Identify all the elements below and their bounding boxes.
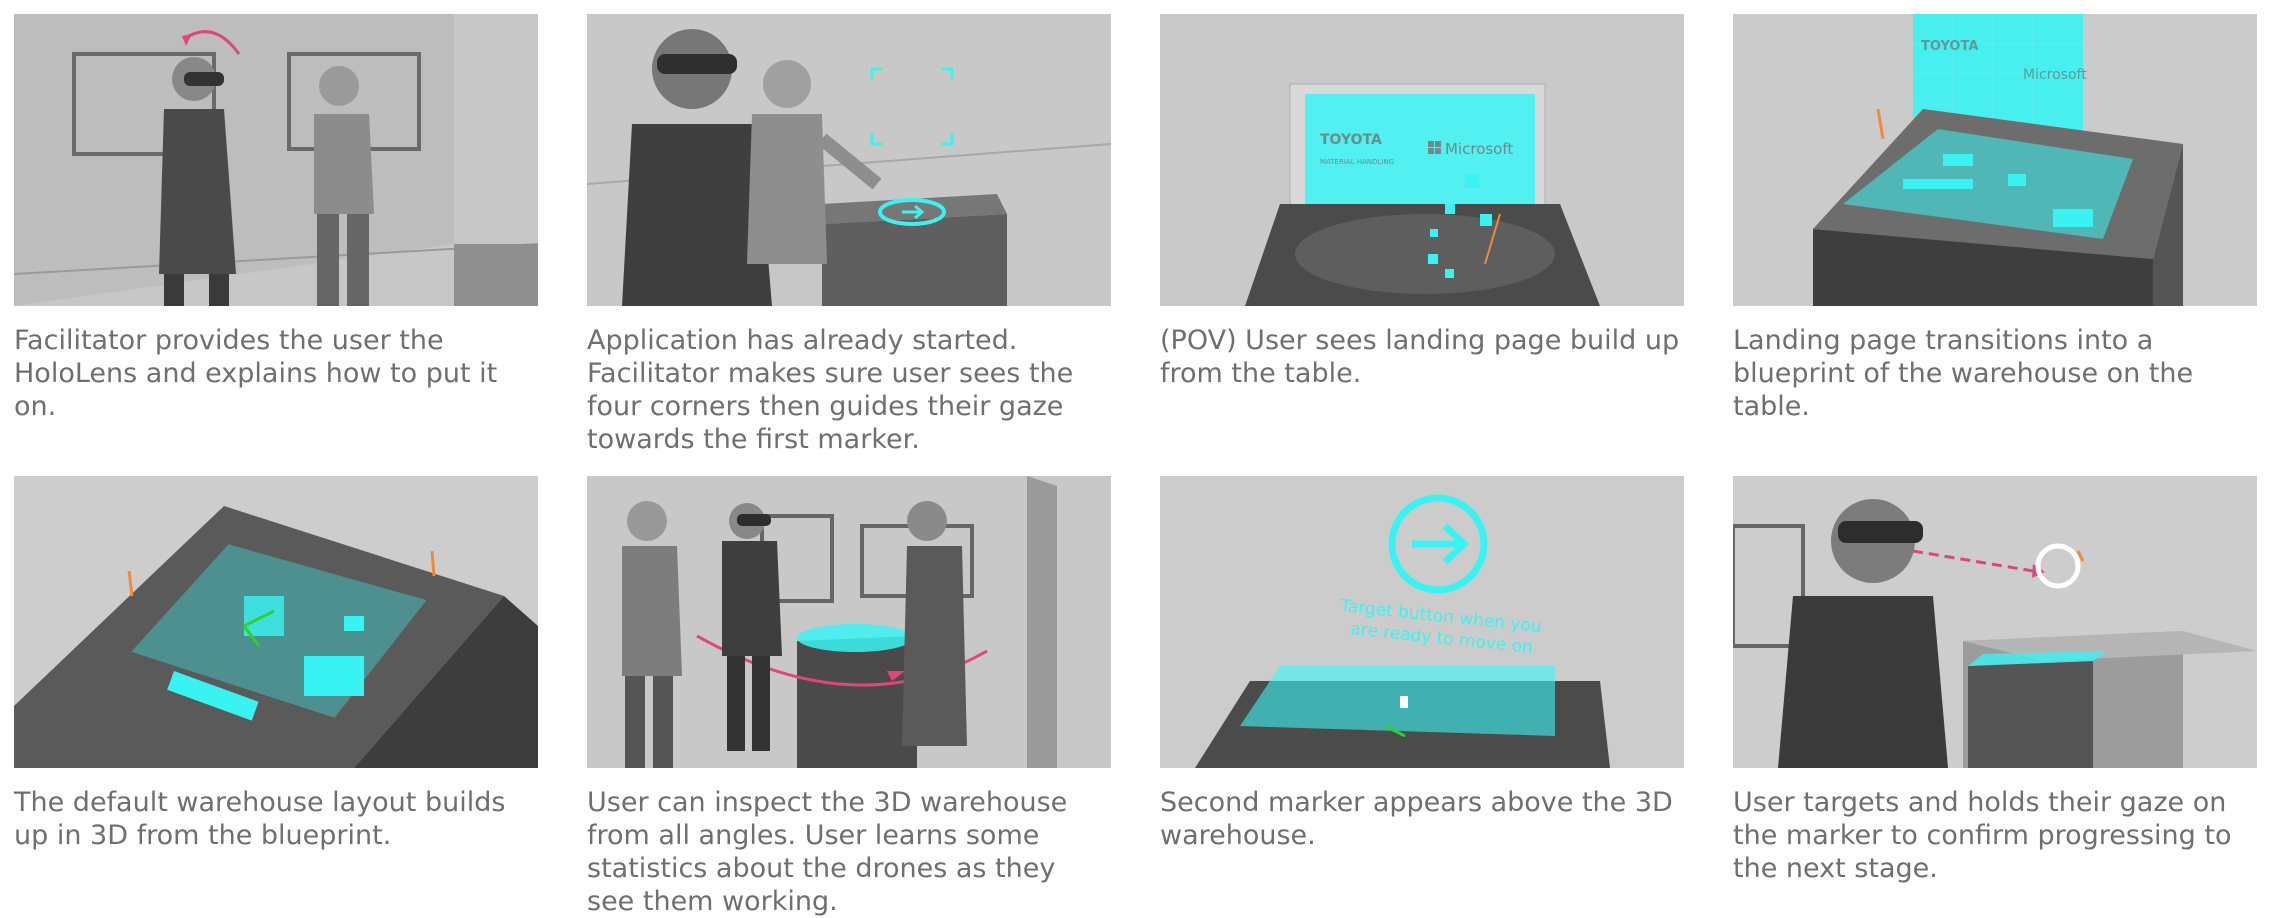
panel-1-caption: Facilitator provides the user the HoloLe… [14, 325, 498, 422]
panel-3-sketch: TOYOTA MATERIAL HANDLING Microsoft [1160, 14, 1684, 306]
storyboard-panel-8: User targets and holds their gaze on the… [1733, 476, 2257, 885]
landing-brand-right: Microsoft [1445, 140, 1513, 158]
panel-3-caption: (POV) User sees landing page build up fr… [1160, 325, 1680, 389]
panel-4-caption: Landing page transitions into a blueprin… [1733, 325, 2194, 422]
panel-2-sketch [587, 14, 1111, 306]
panel-4-sketch: TOYOTA Microsoft [1733, 14, 2257, 306]
blueprint-illustration: TOYOTA Microsoft [1733, 14, 2257, 306]
storyboard-panel-3: TOYOTA MATERIAL HANDLING Microsoft (POV)… [1160, 14, 1684, 390]
first-marker-illustration [587, 14, 1111, 306]
panel-8-caption: User targets and holds their gaze on the… [1733, 787, 2232, 884]
panel-7-caption: Second marker appears above the 3D wareh… [1160, 787, 1673, 851]
gaze-confirm-illustration [1733, 476, 2257, 768]
storyboard-panel-4: TOYOTA Microsoft Landing page transition… [1733, 14, 2257, 423]
landing-page-illustration: TOYOTA MATERIAL HANDLING Microsoft [1160, 14, 1684, 306]
panel-1-sketch [14, 14, 538, 306]
3d-warehouse-illustration [14, 476, 538, 768]
second-marker-illustration: Target button when you are ready to move… [1160, 476, 1684, 768]
storyboard-panel-6: User can inspect the 3D warehouse from a… [587, 476, 1111, 918]
panel-2-caption: Application has already started. Facilit… [587, 325, 1074, 455]
panel-7-sketch: Target button when you are ready to move… [1160, 476, 1684, 768]
landing-brand-sub: MATERIAL HANDLING [1320, 158, 1394, 166]
blueprint-brand-left: TOYOTA [1921, 39, 1978, 54]
panel-8-sketch [1733, 476, 2257, 768]
panel-6-caption: User can inspect the 3D warehouse from a… [587, 787, 1068, 917]
inspect-warehouse-illustration [587, 476, 1111, 768]
storyboard-panel-1: Facilitator provides the user the HoloLe… [14, 14, 538, 423]
panel-5-caption: The default warehouse layout builds up i… [14, 787, 506, 851]
storyboard-panel-2: Application has already started. Facilit… [587, 14, 1111, 456]
storyboard-panel-7: Target button when you are ready to move… [1160, 476, 1684, 852]
landing-brand-left: TOYOTA [1320, 132, 1382, 148]
panel-5-sketch [14, 476, 538, 768]
storyboard-panel-5: The default warehouse layout builds up i… [14, 476, 538, 852]
blueprint-brand-right: Microsoft [2023, 67, 2087, 83]
hololens-handoff-illustration [14, 14, 538, 306]
panel-6-sketch [587, 476, 1111, 768]
